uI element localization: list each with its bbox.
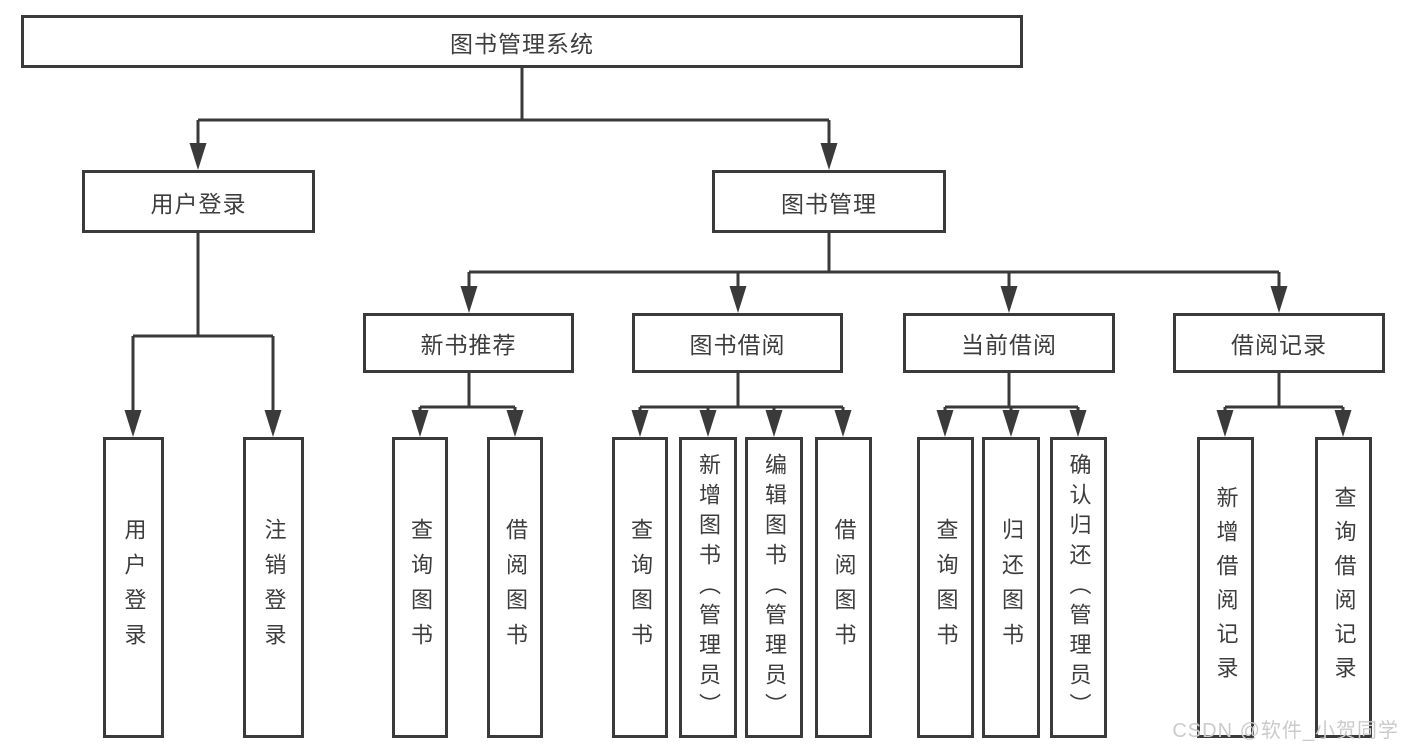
arrow-icon [189, 143, 207, 170]
arrow-icon [820, 143, 838, 170]
node-user-login: 用户登录 [82, 170, 315, 233]
leaf-user-login-label: 用户登录 [121, 517, 147, 658]
node-book-borrow-label: 图书借阅 [689, 332, 786, 358]
leaf-nbr-query-books: 查询图书 [392, 437, 448, 738]
arrow-icon [1000, 286, 1018, 313]
leaf-cb-confirm-return-admin-label: 确认归还（管理员） [1066, 452, 1092, 723]
arrow-icon [936, 410, 954, 437]
node-root: 图书管理系统 [21, 15, 1023, 68]
node-book-management: 图书管理 [712, 170, 946, 233]
arrow-icon [834, 410, 852, 437]
leaf-cb-return-books-label: 归还图书 [999, 517, 1024, 658]
leaf-cb-confirm-return-admin: 确认归还（管理员） [1050, 437, 1107, 738]
node-borrow-records: 借阅记录 [1173, 313, 1385, 373]
leaf-bb-query-books: 查询图书 [612, 437, 668, 738]
connector-userlogin-to-leaves [131, 233, 275, 413]
arrow-icon [631, 410, 649, 437]
leaf-cb-query-books-label: 查询图书 [933, 517, 959, 658]
leaf-bb-add-books-admin: 新增图书（管理员） [679, 437, 737, 738]
connector-currentborrow-to-leaves [943, 373, 1080, 413]
arrow-icon [1334, 410, 1352, 437]
arrow-icon [1270, 286, 1288, 313]
leaf-cb-return-books: 归还图书 [982, 437, 1040, 738]
arrow-icon [460, 286, 478, 313]
leaf-bb-edit-books-admin: 编辑图书（管理员） [745, 437, 803, 738]
leaf-br-add-record: 新增借阅记录 [1197, 437, 1254, 738]
leaf-bb-borrow-books: 借阅图书 [815, 437, 872, 738]
node-borrow-records-label: 借阅记录 [1231, 332, 1327, 358]
node-root-label: 图书管理系统 [450, 30, 594, 57]
leaf-br-query-record: 查询借阅记录 [1315, 437, 1372, 738]
leaf-cb-query-books: 查询图书 [917, 437, 974, 738]
leaf-logout-label: 注销登录 [261, 517, 287, 658]
leaf-bb-borrow-books-label: 借阅图书 [831, 517, 857, 658]
leaf-nbr-borrow-books-label: 借阅图书 [503, 517, 528, 658]
arrow-icon [264, 410, 282, 437]
connector-bookborrow-to-leaves [638, 373, 845, 413]
leaf-bb-edit-books-admin-label: 编辑图书（管理员） [762, 452, 787, 723]
connector-root-to-level2 [196, 68, 831, 146]
arrow-icon [411, 410, 429, 437]
leaf-br-query-record-label: 查询借阅记录 [1331, 485, 1357, 690]
node-current-borrow: 当前借阅 [903, 313, 1115, 373]
leaf-nbr-query-books-label: 查询图书 [408, 517, 433, 658]
arrow-icon [1002, 410, 1020, 437]
leaf-nbr-borrow-books: 借阅图书 [487, 437, 543, 738]
node-new-book-recommend-label: 新书推荐 [420, 332, 517, 358]
leaf-bb-query-books-label: 查询图书 [628, 517, 653, 658]
watermark-text: CSDN @软件_小贺同学 [1172, 720, 1399, 742]
connector-newbookrec-to-leaves [418, 373, 517, 413]
leaf-user-login: 用户登录 [103, 437, 164, 738]
node-current-borrow-label: 当前借阅 [961, 332, 1057, 358]
node-user-login-label: 用户登录 [150, 190, 247, 217]
arrow-icon [1216, 410, 1234, 437]
arrow-icon [124, 410, 142, 437]
arrow-icon [765, 410, 783, 437]
node-book-management-label: 图书管理 [781, 190, 877, 217]
leaf-br-add-record-label: 新增借阅记录 [1213, 485, 1239, 690]
leaf-bb-add-books-admin-label: 新增图书（管理员） [696, 452, 721, 723]
arrow-icon [729, 286, 747, 313]
arrow-icon [1069, 410, 1087, 437]
connector-borrowrecords-to-leaves [1223, 373, 1345, 413]
node-new-book-recommend: 新书推荐 [363, 313, 574, 373]
arrow-icon [699, 410, 717, 437]
arrow-icon [506, 410, 524, 437]
leaf-logout: 注销登录 [243, 437, 304, 738]
node-book-borrow: 图书借阅 [632, 313, 843, 373]
connector-bookmgmt-to-level3 [467, 233, 1281, 289]
